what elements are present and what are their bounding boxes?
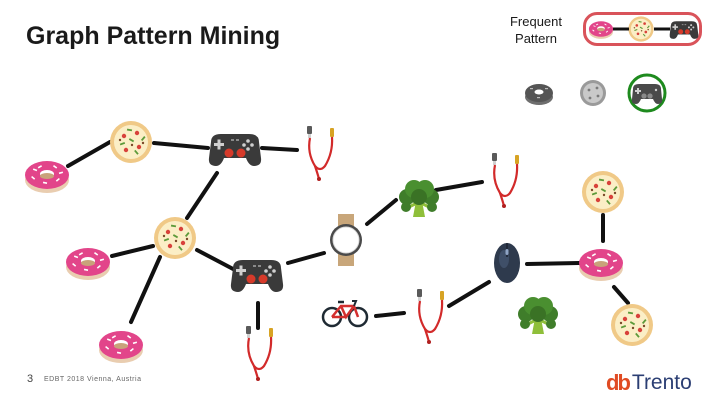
- logo-db: db: [606, 370, 631, 395]
- edge-donut4-pizza4: [612, 285, 630, 305]
- graph-nodes: [25, 121, 653, 383]
- gamepad-icon: [230, 260, 284, 292]
- dbtrento-logo: db Trento: [606, 370, 712, 396]
- frequent-pattern-icons: [588, 16, 699, 42]
- frequent-pattern-box: [583, 12, 702, 46]
- pizza-icon: [611, 304, 653, 346]
- broccoli-icon: [516, 295, 560, 336]
- edge-gamepad2-smartwatch: [286, 251, 326, 265]
- edge-pizza1-gamepad1: [152, 141, 210, 150]
- edge-broccoli1-earphones3: [434, 180, 484, 192]
- pattern-candidate-icons: [525, 73, 667, 113]
- edge-earphones4-mouse: [447, 280, 491, 308]
- slide-number: 3: [27, 373, 34, 385]
- earphones-icon: [490, 151, 521, 210]
- gamepad-icon: [669, 21, 699, 39]
- frequent-pattern-label: Frequent Pattern: [509, 14, 563, 46]
- edge-bicycle-earphones4: [374, 311, 406, 318]
- edge-donut1-pizza1: [66, 140, 112, 168]
- logo-trento: Trento: [631, 371, 692, 394]
- pizza-icon: [580, 80, 606, 106]
- smartwatch-icon: [329, 213, 363, 267]
- computer-mouse-icon: [493, 242, 521, 284]
- edge-pizza2-donut2: [110, 244, 155, 258]
- edge-pizza2-donut3: [129, 255, 162, 324]
- edge-gamepad1-pizza2: [185, 171, 219, 220]
- footer-conference: EDBT 2018 Vienna, Austria: [44, 376, 142, 383]
- edge-mouse-donut4: [525, 261, 581, 266]
- slide-title: Graph Pattern Mining: [26, 22, 281, 50]
- pizza-icon: [582, 171, 624, 213]
- edge-pizza2-gamepad2: [195, 248, 237, 272]
- edge-smartwatch-broccoli1: [365, 198, 398, 226]
- donut-icon: [588, 21, 614, 39]
- donut-icon: [579, 249, 623, 281]
- donut-icon: [25, 161, 69, 193]
- donut-icon: [66, 248, 110, 280]
- gamepad-icon: [208, 134, 262, 166]
- pizza-icon: [154, 217, 196, 259]
- pizza-icon: [110, 121, 152, 163]
- earphones-icon: [244, 324, 275, 383]
- broccoli-icon: [397, 178, 441, 219]
- edge-gamepad1-earphones1: [260, 146, 299, 152]
- donut-icon: [99, 331, 143, 363]
- pizza-icon: [628, 16, 654, 42]
- earphones-icon: [305, 124, 336, 183]
- bicycle-icon: [321, 299, 369, 328]
- earphones-icon: [415, 287, 446, 346]
- donut-icon: [525, 84, 553, 105]
- graph-edges: [66, 140, 630, 330]
